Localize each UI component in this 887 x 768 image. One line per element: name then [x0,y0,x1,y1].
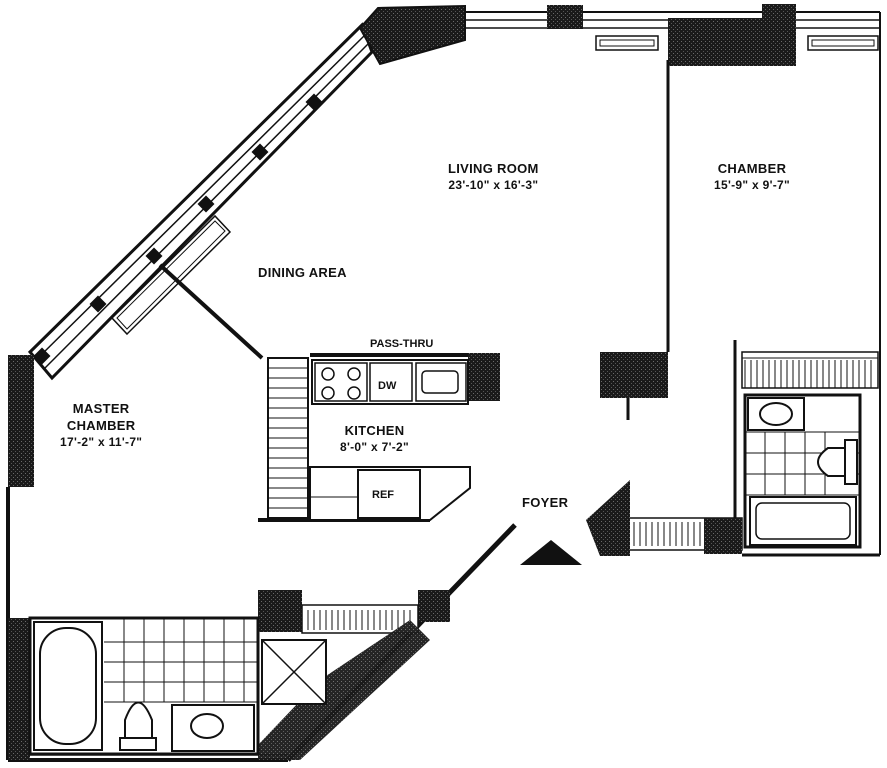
top-window-wall [465,4,881,555]
master-chamber-dims: 17'-2" x 11'-7" [60,435,143,449]
living-room-label: LIVING ROOM 23'-10" x 16'-3" [448,160,539,194]
master-chamber-name-line1: MASTER [72,401,130,416]
living-room-name: LIVING ROOM [448,161,539,176]
kitchen [258,353,500,522]
chamber-label: CHAMBER 15'-9" x 9'-7" [714,160,790,194]
living-room-dims: 23'-10" x 16'-3" [448,178,539,192]
chamber-partition [600,60,879,550]
master-chamber-name-line2: CHAMBER [66,418,136,433]
chamber-name: CHAMBER [717,161,787,176]
sink-icon [190,713,224,739]
bathtub-icon [39,627,97,745]
dishwasher-label: DW [378,380,397,392]
kitchen-name: KITCHEN [344,423,405,438]
chamber-closet [744,360,872,388]
kitchen-dims: 8'-0" x 7'-2" [340,440,410,454]
master-chamber-label: MASTER CHAMBER 17'-2" x 11'-7" [60,400,142,451]
foyer-walls [520,480,880,565]
chamber-bathroom [743,393,862,549]
refrigerator-label: REF [372,489,394,501]
dishwasher-icon [369,362,413,402]
foyer-label: FOYER [522,494,568,511]
dining-area-name: DINING AREA [258,265,347,280]
toilet-icon [124,701,153,741]
master-walls [6,355,517,762]
dining-area-label: DINING AREA [258,264,347,281]
chamber-dims: 15'-9" x 9'-7" [714,178,790,192]
dining-wall [158,263,264,360]
master-bathroom [8,616,327,760]
sink-icon [415,362,467,402]
kitchen-label: KITCHEN 8'-0" x 7'-2" [340,422,409,456]
pass-thru-label: PASS-THRU [370,338,433,350]
foyer-name: FOYER [522,495,569,510]
range-icon [314,362,368,402]
entry-arrow-icon [520,540,582,565]
diagonal-window-wall [27,4,466,381]
